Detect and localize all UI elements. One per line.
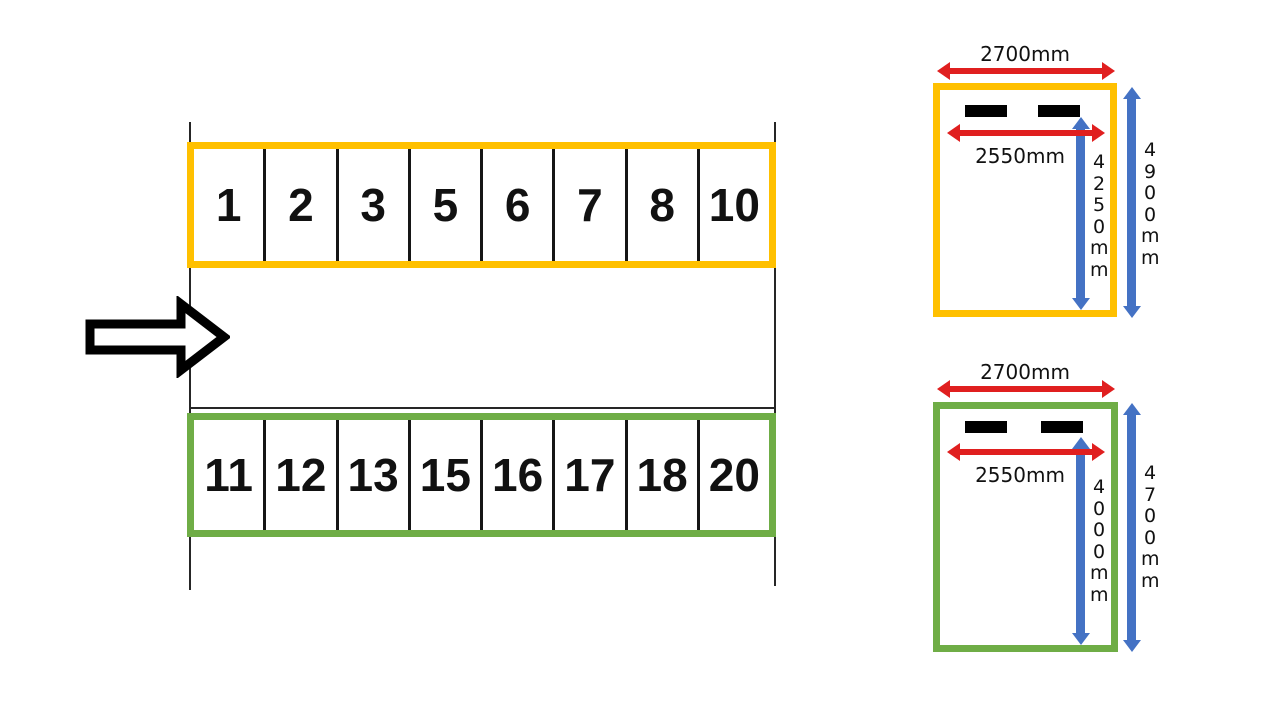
inner-width-label: 2550mm (975, 144, 1065, 168)
wheel-stop (1038, 105, 1080, 117)
stall-detail-green: 2700mm 2550mm 4000mm 4700mm (930, 358, 1165, 668)
parking-space: 2 (266, 149, 339, 261)
wheel-stop (1041, 421, 1083, 433)
parking-space: 5 (411, 149, 483, 261)
outer-width-label: 2700mm (980, 42, 1070, 66)
outer-depth-label: 4900mm (1141, 139, 1160, 269)
inner-depth-arrow-icon (1071, 437, 1090, 645)
parking-space: 13 (339, 420, 411, 530)
parking-space: 18 (628, 420, 700, 530)
wheel-stop (965, 421, 1007, 433)
parking-space: 17 (555, 420, 628, 530)
parking-space: 15 (411, 420, 483, 530)
outer-depth-arrow-icon (1122, 87, 1141, 318)
lot-right-boundary-line (774, 122, 776, 586)
parking-space: 7 (555, 149, 628, 261)
wheel-stop (965, 105, 1007, 117)
parking-row-back: 11 12 13 15 16 17 18 20 (187, 413, 776, 537)
parking-space: 11 (194, 420, 267, 530)
parking-space: 20 (708, 449, 760, 501)
outer-depth-label: 4700mm (1141, 462, 1160, 592)
parking-space: 8 (628, 149, 700, 261)
parking-space: 6 (483, 149, 556, 261)
parking-space: 12 (266, 420, 339, 530)
outer-depth-arrow-icon (1122, 403, 1141, 652)
outer-width-arrow-icon (937, 62, 1115, 80)
parking-space: 3 (339, 149, 411, 261)
inner-width-arrow-icon (947, 443, 1105, 461)
parking-space: 16 (483, 420, 556, 530)
inner-depth-label: 4250mm (1090, 151, 1109, 281)
parking-space: 10 (708, 179, 760, 231)
outer-width-label: 2700mm (980, 360, 1070, 384)
parking-space: 1 (194, 149, 267, 261)
drive-direction-arrow-icon (85, 296, 230, 378)
stall-detail-yellow: 2700mm 2550mm 4250mm 4900mm (930, 40, 1165, 335)
aisle-boundary-line (190, 407, 775, 409)
inner-width-label: 2550mm (975, 463, 1065, 487)
inner-width-arrow-icon (947, 124, 1105, 142)
inner-depth-arrow-icon (1071, 117, 1090, 310)
parking-row-front: 1 2 3 5 6 7 8 10 (187, 142, 776, 268)
outer-width-arrow-icon (937, 380, 1115, 398)
inner-depth-label: 4000mm (1090, 476, 1109, 606)
